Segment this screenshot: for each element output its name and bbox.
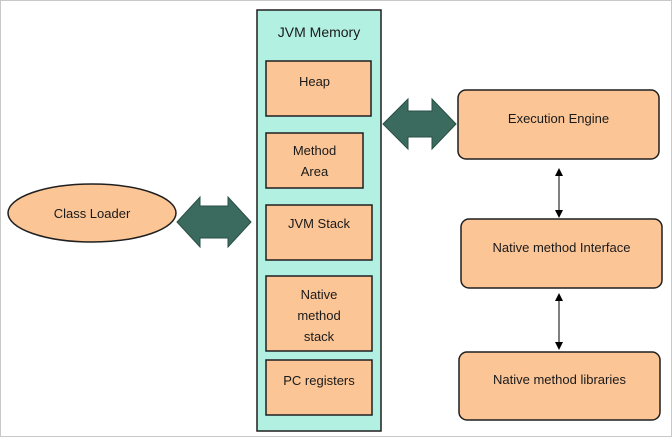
memory-area-jvm-stack bbox=[265, 204, 373, 261]
memory-area-pc-registers bbox=[265, 359, 373, 416]
memory-area-method-area bbox=[265, 132, 364, 189]
native-method-libraries-node bbox=[458, 351, 661, 421]
execution-engine-node bbox=[457, 89, 660, 160]
native-method-interface-node bbox=[460, 218, 663, 289]
memory-execution-engine-double-arrow bbox=[382, 97, 457, 151]
memory-area-heap bbox=[265, 60, 372, 117]
class-loader-memory-double-arrow bbox=[176, 195, 252, 249]
class-loader-node bbox=[7, 183, 177, 243]
memory-area-native-method-stack bbox=[265, 275, 373, 352]
